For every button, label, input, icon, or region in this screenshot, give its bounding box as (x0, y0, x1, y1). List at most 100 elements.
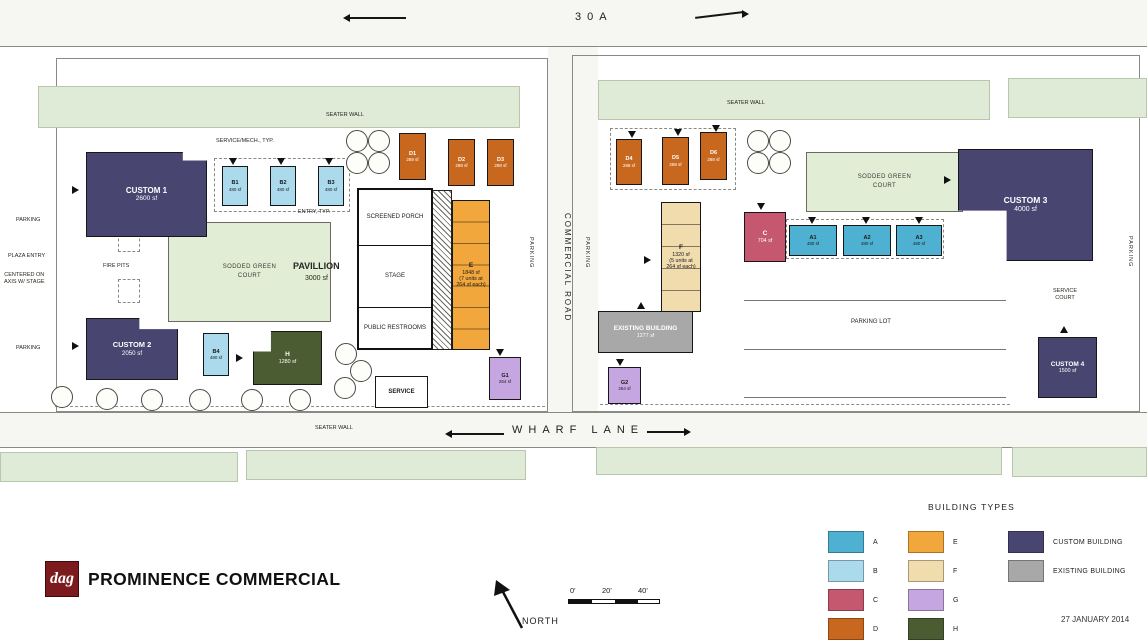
tree-icon (51, 386, 73, 408)
entry-arrow-icon (277, 158, 285, 165)
legend-column: E F G H (908, 531, 959, 640)
label-line: E (468, 262, 474, 270)
legend-label: D (873, 625, 879, 633)
tree-icon (346, 152, 368, 174)
parking-lot-line (744, 300, 1006, 301)
label-line: SEATER WALL (315, 425, 353, 431)
label-line: SEATER WALL (326, 112, 364, 118)
label-line: 704 sf (757, 237, 773, 244)
legend-swatch (828, 618, 864, 640)
label-line: 480 sf (912, 241, 926, 247)
entry-arrow-icon (712, 125, 720, 132)
label-line: C (762, 230, 768, 238)
tree-icon (747, 130, 769, 152)
legend-item: CUSTOM BUILDING (1008, 531, 1126, 553)
legend-label: CUSTOM BUILDING (1053, 538, 1123, 546)
label-line: COURT (1055, 295, 1075, 302)
pavilion-public-restrooms: PUBLIC RESTROOMS (359, 308, 431, 348)
label-line: 3000 sf (305, 275, 328, 282)
label-line: SERVICE (1053, 288, 1078, 294)
plan-label: PARKING LOT (851, 319, 891, 327)
entry-arrow-icon (1060, 326, 1068, 333)
label-line: 480 sf (209, 355, 223, 361)
plan-label: PARKING (16, 217, 40, 224)
entry-arrow-icon (862, 217, 870, 224)
plan-label: PLAZA ENTRY (8, 253, 45, 260)
tree-icon (368, 152, 390, 174)
label-line: 4000 sf (1014, 205, 1037, 213)
commercial-road-band (548, 47, 598, 448)
legend-item: E (908, 531, 959, 553)
plan-label: PARKING (583, 237, 590, 268)
label-line: 2050 sf (121, 349, 143, 357)
label-line: D5 (671, 155, 680, 162)
road-label-wharf-lane: WHARF LANE (512, 424, 645, 436)
entry-arrow-icon (757, 203, 765, 210)
label-line: 264 sf (618, 386, 631, 392)
plan-label: PARKING (527, 237, 534, 268)
legend-swatch (908, 618, 944, 640)
label-line: 288 sf (406, 157, 419, 163)
label-line: COURT (872, 183, 897, 189)
plan-label: PARKING (16, 345, 40, 352)
landscape-strip (596, 447, 1002, 475)
entry-arrow-icon (229, 158, 237, 165)
plan-label: SEATER WALL (326, 112, 364, 119)
label-line: AXIS W/ STAGE (4, 279, 45, 286)
landscape-strip (598, 80, 990, 120)
label-line: SERVICE (388, 388, 415, 395)
label-line: CUSTOM 4 (1050, 360, 1085, 368)
label-line: 480 sf (276, 186, 290, 192)
legend-item: EXISTING BUILDING (1008, 560, 1126, 582)
tree-icon (346, 130, 368, 152)
tree-icon (769, 130, 791, 152)
scale-tick: 0' (570, 586, 576, 595)
label-line: CENTERED ON (4, 272, 45, 278)
pavilion-screened-porch: SCREENED PORCH (359, 190, 431, 246)
legend-label: F (953, 567, 958, 575)
legend-column: CUSTOM BUILDING EXISTING BUILDING (1008, 531, 1126, 582)
label-line: D6 (709, 150, 718, 157)
label-line: EXISTING BUILDING (613, 325, 678, 333)
legend-swatch (1008, 531, 1044, 553)
left-site-boundary (56, 58, 548, 412)
right-site-boundary (572, 55, 1140, 412)
label-line: COURT (237, 273, 262, 279)
label-line: ENTRY, TYP. (298, 209, 331, 215)
label-line: 1277 sf (636, 332, 655, 339)
label-line: 1500 sf (1058, 368, 1077, 375)
plan-label: 3000 sf (305, 274, 328, 283)
label-line: 1280 sf (278, 358, 297, 365)
label-line: CUSTOM 2 (112, 340, 152, 350)
label-line: SERVICE/MECH., TYP. (216, 138, 274, 144)
label-line: 288 sf (707, 156, 720, 162)
road-arrow-icon (452, 433, 504, 435)
label-line: SEATER WALL (727, 100, 765, 106)
entry-arrow-icon (616, 359, 624, 366)
legend-swatch (908, 560, 944, 582)
label-line: B2 (279, 180, 287, 187)
legend-swatch (828, 589, 864, 611)
label-line: 264 sf (498, 379, 512, 385)
label-line: 480 sf (860, 241, 874, 247)
entry-arrow-icon (496, 349, 504, 356)
tree-icon (368, 130, 390, 152)
label-line: (5 units at (669, 257, 693, 264)
label-line: 288 sf (622, 162, 636, 168)
plan-date: 27 JANUARY 2014 (1061, 615, 1130, 624)
entry-arrow-icon (637, 302, 645, 309)
dag-logo: dag (45, 561, 79, 597)
label-line: D3 (496, 156, 505, 163)
label-line: PARKING (16, 217, 41, 223)
legend-label: E (953, 538, 958, 546)
